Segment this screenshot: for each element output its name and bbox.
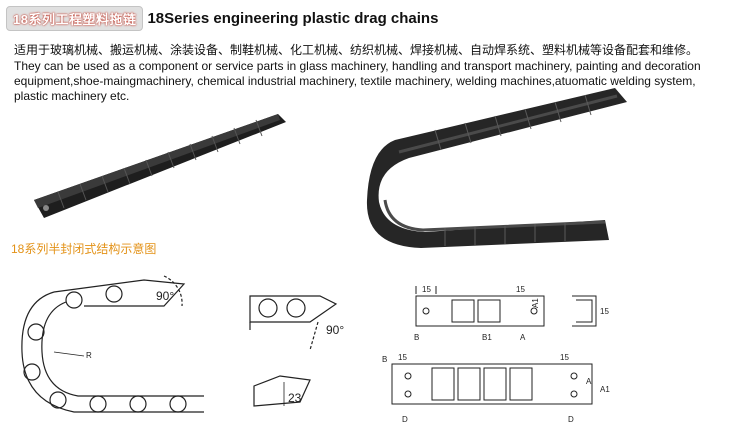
end-dim-15: 15	[600, 307, 609, 316]
top-dim-a: A	[520, 333, 526, 342]
page-title: 18Series engineering plastic drag chains	[147, 9, 439, 27]
description-chinese: 适用于玻璃机械、搬运机械、涂装设备、制鞋机械、化工机械、纺织机械、焊接机械、自动…	[14, 43, 699, 57]
straight-chain-photo	[28, 100, 290, 230]
bottom-dim-b: B	[382, 355, 387, 364]
bottom-dim-d1: D	[402, 415, 408, 424]
bottom-dim-15a: 15	[398, 353, 407, 362]
section-title: 18系列半封闭式结构示意图	[11, 242, 157, 256]
top-dim-b: B	[414, 333, 419, 342]
bend-angle-label: 90°	[156, 289, 174, 303]
side-height-label: 23	[288, 391, 302, 405]
end-view-diagram: 15	[566, 290, 616, 334]
chain-bend-diagram: R 90°	[14, 262, 214, 426]
bend-radius-label: R	[86, 351, 92, 360]
side-angle-label: 90°	[326, 323, 344, 337]
bottom-view-diagram: B 15 15 A A1 D D	[378, 350, 618, 426]
page-header: 18系列工程塑料拖链 18Series engineering plastic …	[6, 5, 439, 31]
bottom-dim-d2: D	[568, 415, 574, 424]
series-badge: 18系列工程塑料拖链	[6, 5, 144, 31]
top-view-diagram: 15 15 B B1 A1 A	[412, 282, 552, 346]
top-dim-15a: 15	[422, 285, 431, 294]
top-dim-b1: B1	[482, 333, 492, 342]
bottom-dim-15b: 15	[560, 353, 569, 362]
top-dim-15b: 15	[516, 285, 525, 294]
top-dim-a1: A1	[531, 298, 540, 308]
bent-chain-photo	[365, 80, 635, 250]
bottom-dim-a: A	[586, 377, 592, 386]
description-english: They can be used as a component or servi…	[14, 59, 701, 103]
bottom-dim-a1: A1	[600, 385, 610, 394]
link-side-diagram: 90° 23	[240, 290, 360, 426]
